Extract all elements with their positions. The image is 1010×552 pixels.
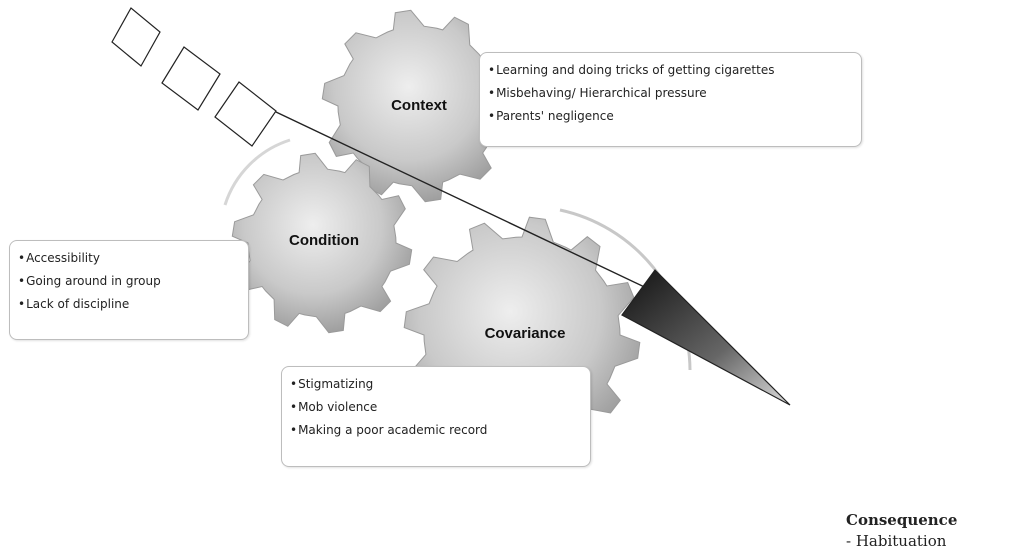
condition-gear — [231, 152, 413, 334]
context-gear — [321, 9, 515, 203]
orbit-arc-condition — [223, 138, 291, 206]
arrow-cone — [621, 269, 791, 406]
condition-textbox: Accessibility Going around in group Lack… — [9, 240, 249, 340]
flow-line — [275, 111, 656, 293]
condition-item: Going around in group — [18, 270, 240, 293]
consequence-title: Consequence — [846, 511, 958, 529]
context-item: Parents' negligence — [488, 105, 853, 128]
context-item: Misbehaving/ Hierarchical pressure — [488, 82, 853, 105]
consequence-item: - Habituation — [846, 532, 947, 550]
covariance-item: Stigmatizing — [290, 373, 582, 396]
trail-block-3 — [214, 81, 277, 147]
covariance-textbox: Stigmatizing Mob violence Making a poor … — [281, 366, 591, 467]
context-gear-label: Context — [391, 97, 447, 114]
condition-item: Lack of discipline — [18, 293, 240, 316]
trail-block-2 — [161, 46, 221, 111]
covariance-gear-label: Covariance — [485, 325, 566, 342]
context-textbox: Learning and doing tricks of getting cig… — [479, 52, 862, 147]
trail-block-1 — [111, 7, 161, 67]
covariance-item: Making a poor academic record — [290, 419, 582, 442]
gear-context-shape — [321, 9, 515, 203]
context-item: Learning and doing tricks of getting cig… — [488, 59, 853, 82]
covariance-item: Mob violence — [290, 396, 582, 419]
gear-condition-shape — [231, 152, 413, 334]
condition-gear-label: Condition — [289, 232, 359, 249]
consequence-block: Consequence - Habituation — [846, 510, 957, 552]
condition-item: Accessibility — [18, 247, 240, 270]
